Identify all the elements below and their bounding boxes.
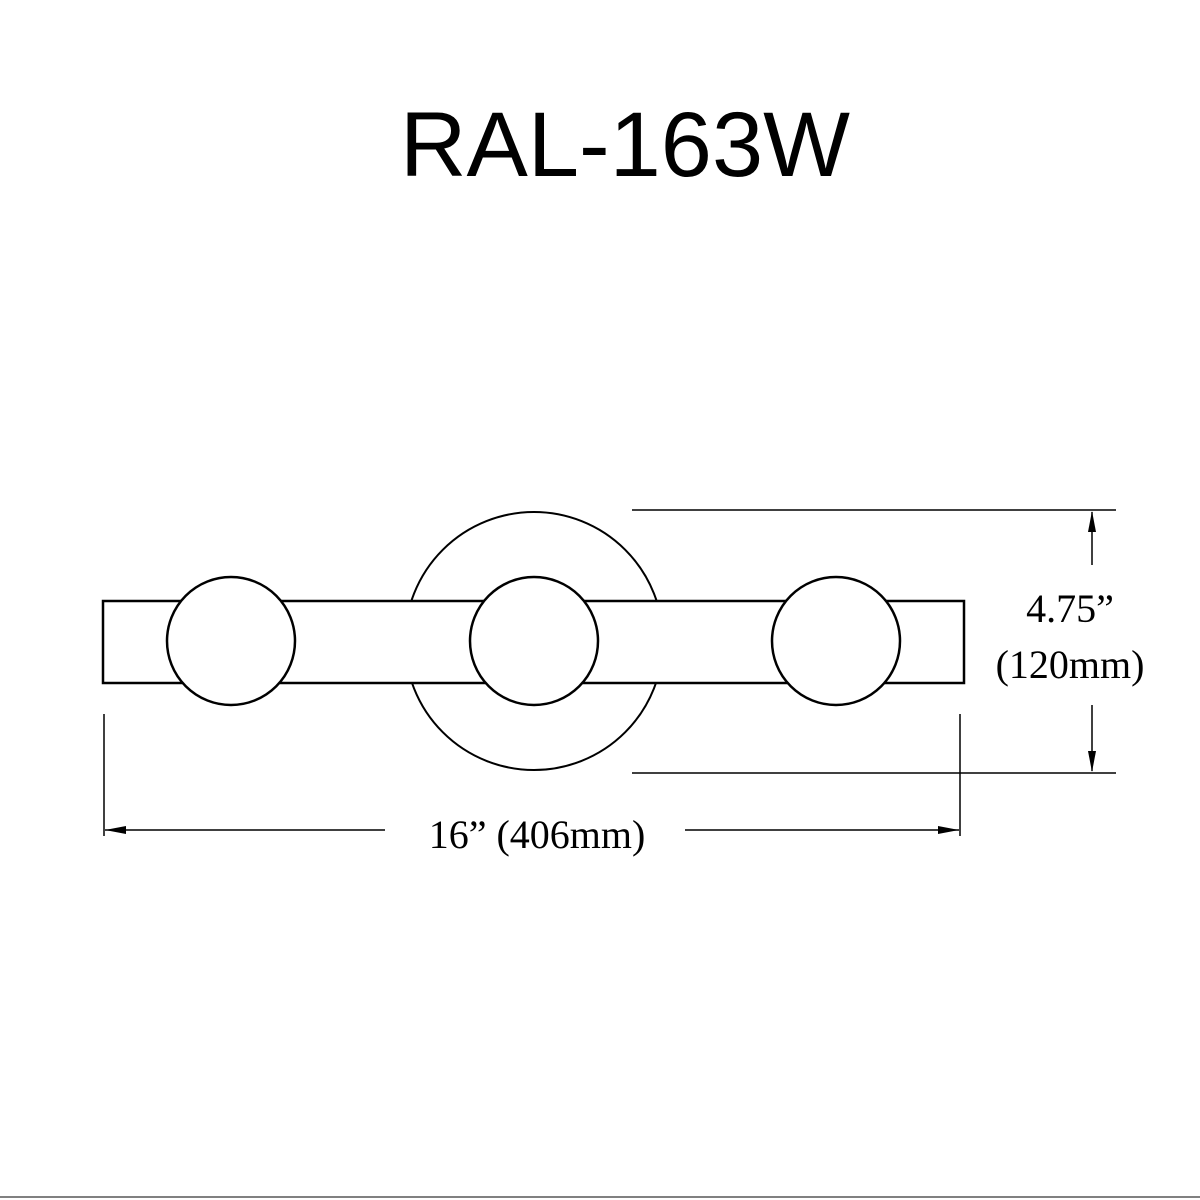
width-label: 16” (406mm) (429, 812, 646, 857)
arrow-left-icon (105, 826, 126, 834)
globe-center (468, 575, 600, 707)
height-inches-label: 4.75” (1026, 586, 1114, 631)
arrow-up-icon (1088, 511, 1096, 532)
model-title: RAL-163W (400, 94, 850, 196)
globe-left (165, 575, 297, 707)
arrow-right-icon (938, 826, 959, 834)
height-dimension (632, 509, 1116, 774)
arrow-down-icon (1088, 751, 1096, 772)
width-dimension (103, 714, 961, 836)
height-mm-label: (120mm) (996, 642, 1145, 687)
globe-right (770, 575, 902, 707)
